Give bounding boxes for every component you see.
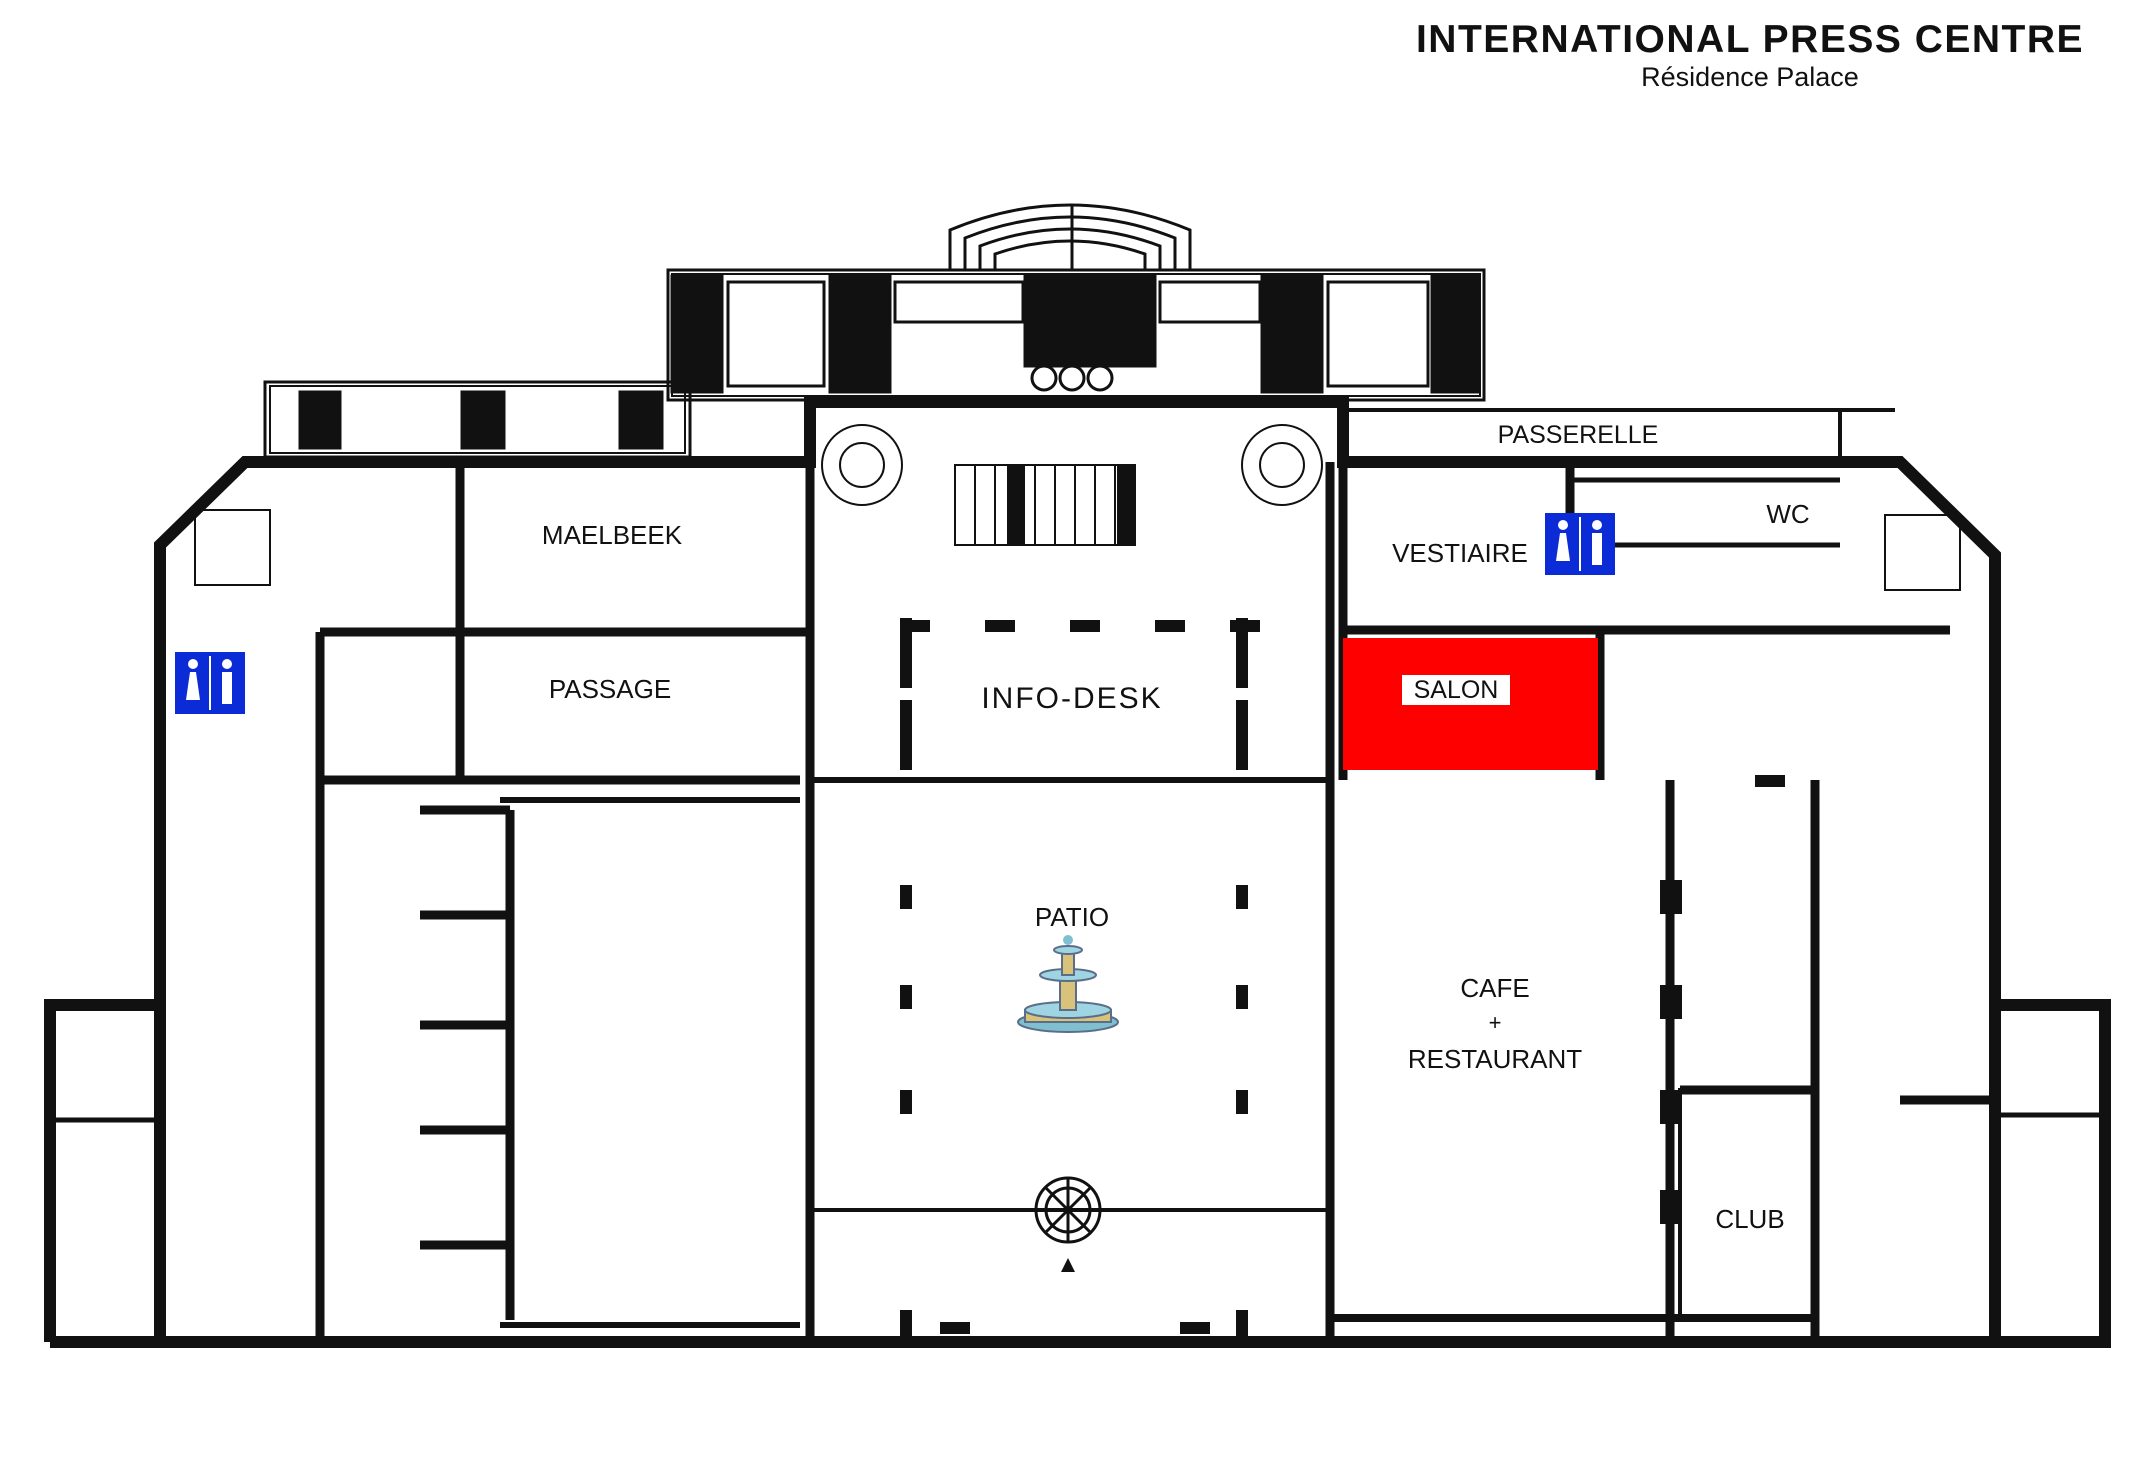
room-label-passerelle: PASSERELLE [1498,421,1659,449]
building-walls [44,396,2111,1348]
restroom-icon [175,652,245,714]
room-label-cafe: CAFE [1460,973,1529,1003]
room-label-salon: SALON [1414,676,1499,704]
top-terrace [666,203,1486,402]
compass-rose-icon [1034,1176,1102,1244]
fountain-icon [1017,935,1119,1033]
room-label-info-desk: INFO-DESK [981,682,1162,715]
restroom-icon [1545,513,1615,575]
room-label-passage: PASSAGE [549,674,671,704]
room-label-plus: + [1489,1010,1502,1035]
room-label-restaurant: RESTAURANT [1408,1044,1582,1074]
room-label-maelbeek: MAELBEEK [542,520,683,550]
page-subtitle: Résidence Palace [1641,62,1859,92]
stairs [194,424,1961,591]
salon-label-box [1402,675,1510,705]
room-label-vestiaire: VESTIAIRE [1392,538,1528,568]
pillars [900,618,1785,1340]
entrance-arrow-icon [1061,1258,1075,1272]
page-title: INTERNATIONAL PRESS CENTRE [1415,18,2085,61]
left-balcony [263,380,692,459]
room-label-wc: WC [1766,499,1809,529]
room-label-club: CLUB [1715,1204,1784,1234]
cafe-club-walls [500,797,1817,1328]
room-label-patio: PATIO [1035,902,1109,932]
